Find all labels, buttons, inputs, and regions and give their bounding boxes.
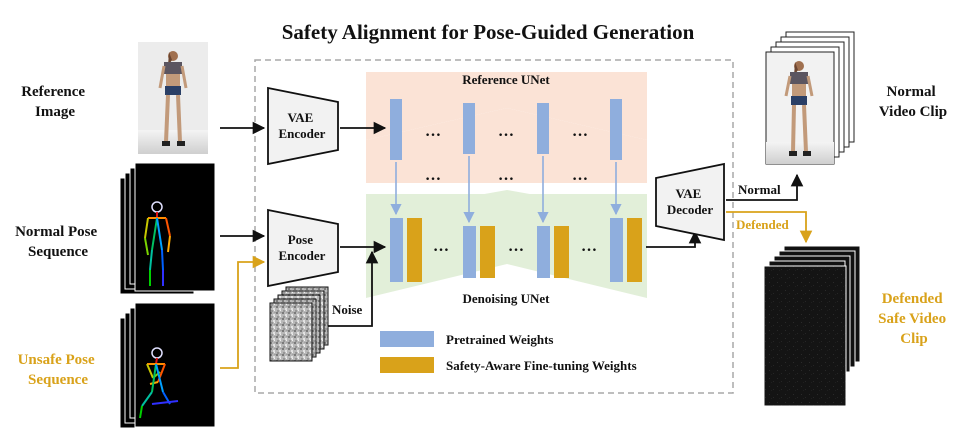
reference-image-label: Reference Image: [21, 84, 89, 120]
model-frame: [254, 59, 734, 394]
defended-edge-label: Defended: [736, 217, 789, 232]
denoising-block-3-finetune: [554, 226, 569, 278]
reference-image-thumbnail: [138, 42, 208, 154]
legend-finetune-label: Safety-Aware Fine-tuning Weights: [446, 358, 637, 373]
unsafe-pose-sequence-stack: [119, 302, 216, 429]
normal-pose-sequence-stack: [119, 162, 216, 295]
denoising-block-2-finetune: [480, 226, 495, 278]
defended-video-clip-stack: [763, 245, 861, 407]
ellipsis: …: [508, 238, 524, 255]
ellipsis: …: [498, 123, 514, 140]
svg-text:VAE Decoder: VAE Decoder: [667, 186, 713, 217]
ellipsis: …: [572, 123, 588, 140]
legend-finetune-swatch: [380, 357, 434, 373]
denoising-block-3-pretrained: [537, 226, 550, 278]
legend-pretrained-label: Pretrained Weights: [446, 332, 554, 347]
denoising-block-2-pretrained: [463, 226, 476, 278]
denoising-block-1-finetune: [407, 218, 422, 282]
ellipsis: …: [425, 167, 441, 184]
reference-unet-block-3: [537, 103, 549, 154]
legend: Pretrained Weights Safety-Aware Fine-tun…: [380, 331, 637, 373]
denoising-block-4-finetune: [627, 218, 642, 282]
vae-encoder-block: VAE Encoder: [267, 86, 339, 166]
denoising-block-1-pretrained: [390, 218, 403, 282]
noise-stack: [269, 286, 329, 362]
diagram-title: Safety Alignment for Pose-Guided Generat…: [282, 20, 695, 44]
vae-decoder-block: VAE Decoder: [655, 162, 725, 242]
unsafe-pose-skeleton: [139, 347, 179, 419]
noise-label: Noise: [332, 302, 363, 317]
normal-pose-label: Normal Pose Sequence: [15, 224, 101, 260]
unsafe-pose-label: Unsafe Pose Sequence: [18, 352, 99, 388]
denoising-unet-to-decoder-arrow: [646, 230, 702, 248]
svg-text:VAE Encoder: VAE Encoder: [279, 110, 326, 141]
denoising-block-4-pretrained: [610, 218, 623, 282]
ellipsis: …: [498, 167, 514, 184]
normal-edge-label: Normal: [738, 182, 781, 197]
ellipsis: …: [572, 167, 588, 184]
pose-encoder-block: Pose Encoder: [267, 208, 339, 288]
svg-text:Pose Encoder: Pose Encoder: [279, 232, 326, 263]
normal-video-clip-label: Normal Video Clip: [879, 84, 947, 120]
reference-unet-block-4: [610, 99, 622, 160]
reference-unet-block-1: [390, 99, 402, 160]
unsafe-pose-arrow: [220, 255, 266, 369]
normal-pose-skeleton: [144, 201, 171, 286]
defended-safe-video-clip-label: Defended Safe Video Clip: [878, 291, 950, 347]
ellipsis: …: [425, 123, 441, 140]
reference-unet-label: Reference UNet: [462, 72, 550, 87]
reference-unet-shape: [366, 72, 647, 140]
denoising-unet-label: Denoising UNet: [462, 291, 550, 306]
noise-arrow: [328, 250, 379, 327]
normal-video-clip-stack: [765, 31, 855, 165]
normal-output-arrow: [726, 173, 804, 201]
legend-pretrained-swatch: [380, 331, 434, 347]
defended-output-arrow: [726, 211, 813, 244]
reference-unet-block-2: [463, 103, 475, 154]
ellipsis: …: [581, 238, 597, 255]
ellipsis: …: [433, 238, 449, 255]
